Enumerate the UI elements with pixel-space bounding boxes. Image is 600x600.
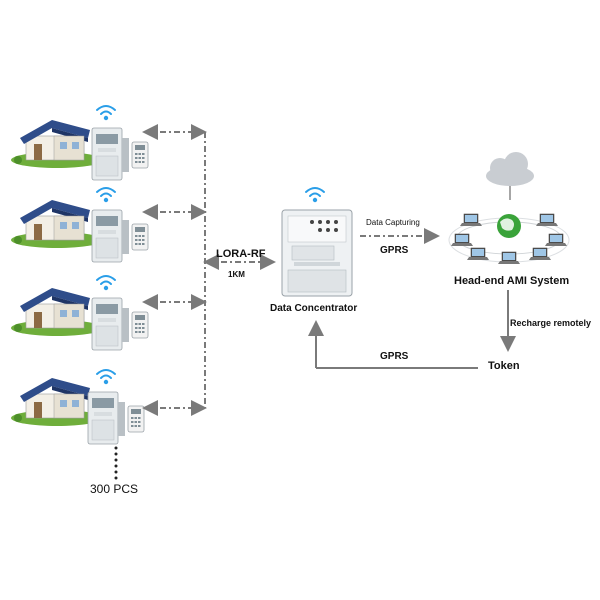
- laptop-icon: [466, 247, 490, 261]
- headend-ami-system: [448, 152, 570, 265]
- more-meters-dots: [114, 446, 118, 480]
- recharge-label: Recharge remotely: [510, 318, 592, 328]
- token-label: Token: [488, 360, 520, 372]
- gprs-uplink-label: GPRS: [380, 245, 409, 256]
- wifi-icon: [96, 187, 116, 204]
- concentrator-label: Data Concentrator: [270, 303, 358, 314]
- laptop-icon: [459, 213, 483, 227]
- gprs-return-label: GPRS: [380, 351, 409, 362]
- meter-count-label: 300 PCS: [90, 482, 139, 496]
- wifi-icon: [305, 187, 325, 204]
- headend-label: Head-end AMI System: [454, 275, 570, 287]
- premises-group-1: [10, 105, 149, 181]
- data-concentrator-device: [281, 187, 353, 297]
- data-capturing-label: Data Capturing: [366, 218, 420, 227]
- wifi-icon: [96, 275, 116, 292]
- laptop-icon: [544, 233, 568, 247]
- house-icon: [10, 287, 104, 337]
- token-return-arrow: [308, 320, 478, 369]
- wifi-icon: [96, 105, 116, 122]
- laptop-icon: [535, 213, 559, 227]
- wifi-icon: [96, 369, 116, 386]
- cloud-icon: [486, 152, 534, 186]
- house-icon: [10, 119, 104, 169]
- lora-bus: [142, 124, 276, 416]
- globe-icon: [497, 214, 521, 238]
- prepaid-meter-icon: [91, 209, 149, 263]
- laptop-icon: [528, 247, 552, 261]
- premises-group-3: [10, 275, 149, 351]
- prepaid-meter-icon: [91, 127, 149, 181]
- premises-group-2: [10, 187, 149, 263]
- prepaid-meter-icon: [91, 297, 149, 351]
- laptop-icon: [450, 233, 474, 247]
- distance-label: 1KM: [228, 270, 245, 279]
- house-icon: [10, 199, 104, 249]
- premises-group-4: [10, 369, 145, 445]
- lora-rf-label: LORA-RF: [216, 248, 266, 260]
- prepaid-meter-icon: [87, 391, 145, 445]
